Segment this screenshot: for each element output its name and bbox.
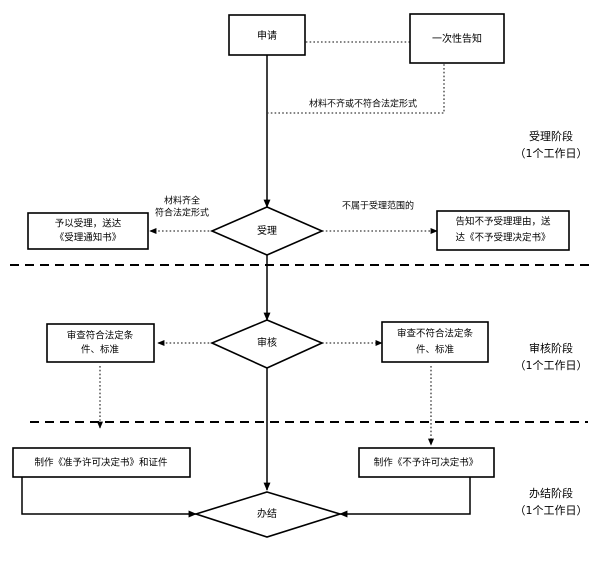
node-apply-label: 申请 <box>257 29 277 42</box>
stage-label-review: 审核阶段 （1个工作日） <box>515 341 588 372</box>
edge-grant-to-finish <box>21 477 197 518</box>
edge-label-incomplete-materials: 材料不齐或不符合法定形式 <box>309 98 417 110</box>
node-apply[interactable]: 申请 <box>228 14 306 56</box>
node-review-label: 审核 <box>257 336 277 349</box>
node-review-pass-line2: 件、标准 <box>81 344 120 356</box>
edge-label-out-of-scope: 不属于受理范围的 <box>342 200 414 212</box>
node-review-pass[interactable]: 审查符合法定条 件、标准 <box>46 323 155 363</box>
node-permit-grant[interactable]: 制作《准予许可决定书》和证件 <box>12 447 191 478</box>
stage-label-review-duration: （1个工作日） <box>515 359 588 372</box>
edge-deny-to-finish <box>339 477 471 518</box>
edge-accept-to-notice <box>267 63 445 114</box>
node-accept-label: 受理 <box>257 225 277 237</box>
node-finish[interactable]: 办结 <box>193 491 343 538</box>
node-accept-no[interactable]: 告知不予受理理由，送 达《不予受理决定书》 <box>436 210 570 251</box>
node-one-time-notice-label: 一次性告知 <box>432 32 482 45</box>
node-accept-no-line1: 告知不予受理理由，送 <box>455 216 551 228</box>
node-permit-deny[interactable]: 制作《不予许可决定书》 <box>358 447 495 478</box>
stage-label-finish: 办结阶段 （1个工作日） <box>515 486 588 517</box>
edge-label-materials-complete-line1: 材料齐全 <box>164 195 200 207</box>
edge-label-materials-complete-line2: 符合法定形式 <box>155 207 209 219</box>
stage-label-accept-duration: （1个工作日） <box>515 147 588 160</box>
stage-label-finish-duration: （1个工作日） <box>515 504 588 517</box>
node-finish-label: 办结 <box>257 507 277 520</box>
node-accept-no-line2: 达《不予受理决定书》 <box>455 232 550 244</box>
node-accept-yes-line1: 予以受理，送达 <box>55 218 122 230</box>
node-review-fail[interactable]: 审查不符合法定条 件、标准 <box>381 321 489 363</box>
node-review-fail-line2: 件、标准 <box>416 344 455 356</box>
node-accept[interactable]: 受理 <box>209 206 325 256</box>
node-permit-grant-label: 制作《准予许可决定书》和证件 <box>34 457 168 469</box>
stage-label-review-name: 审核阶段 <box>529 341 573 355</box>
stage-label-accept-name: 受理阶段 <box>529 129 573 143</box>
node-accept-yes[interactable]: 予以受理，送达 《受理通知书》 <box>27 212 149 250</box>
stage-label-accept: 受理阶段 （1个工作日） <box>515 129 588 160</box>
node-permit-deny-label: 制作《不予许可决定书》 <box>374 457 479 469</box>
node-one-time-notice[interactable]: 一次性告知 <box>409 13 505 64</box>
node-review[interactable]: 审核 <box>209 319 325 369</box>
node-accept-yes-line2: 《受理通知书》 <box>55 232 122 244</box>
node-review-fail-line1: 审查不符合法定条 <box>397 328 474 340</box>
node-review-pass-line1: 审查符合法定条 <box>67 330 134 342</box>
stage-label-finish-name: 办结阶段 <box>529 486 573 500</box>
